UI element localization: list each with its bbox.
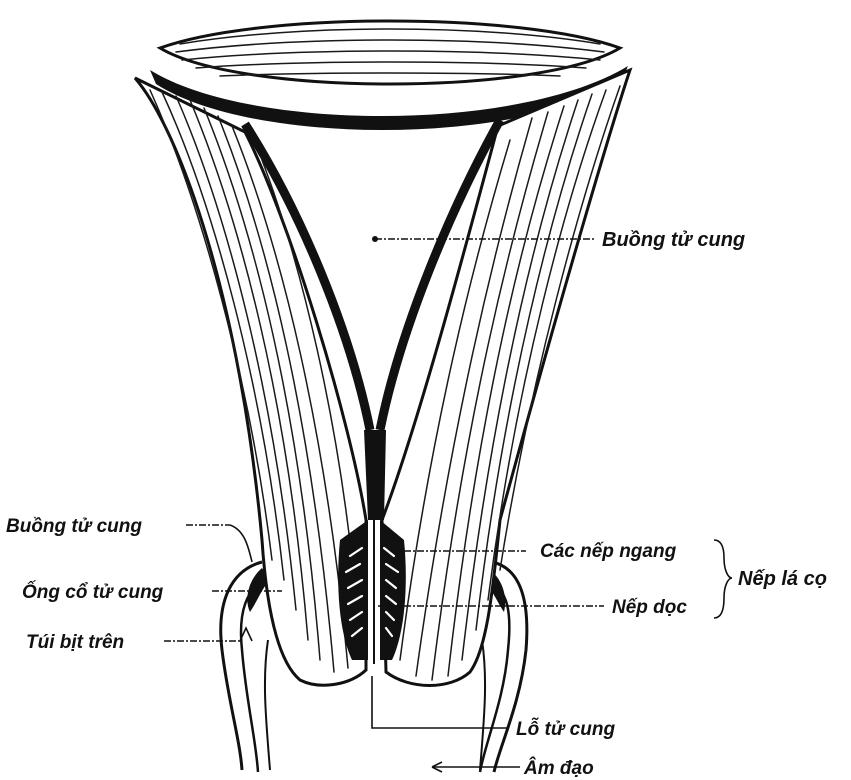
label-cervical-canal: Ống cổ tử cung [22, 581, 164, 603]
label-external-os: Lỗ tử cung [516, 718, 615, 740]
label-palm-folds: Nếp lá cọ [738, 568, 827, 590]
label-transverse-folds: Các nếp ngang [540, 541, 677, 562]
label-cavity-left: Buồng tử cung [6, 516, 142, 537]
label-vagina: Âm đạo [523, 757, 594, 779]
cervical-canal [338, 515, 406, 664]
label-longitudinal-fold: Nếp dọc [612, 597, 687, 618]
label-cavity-right: Buồng tử cung [602, 229, 745, 251]
label-fornix: Túi bịt trên [26, 632, 124, 653]
